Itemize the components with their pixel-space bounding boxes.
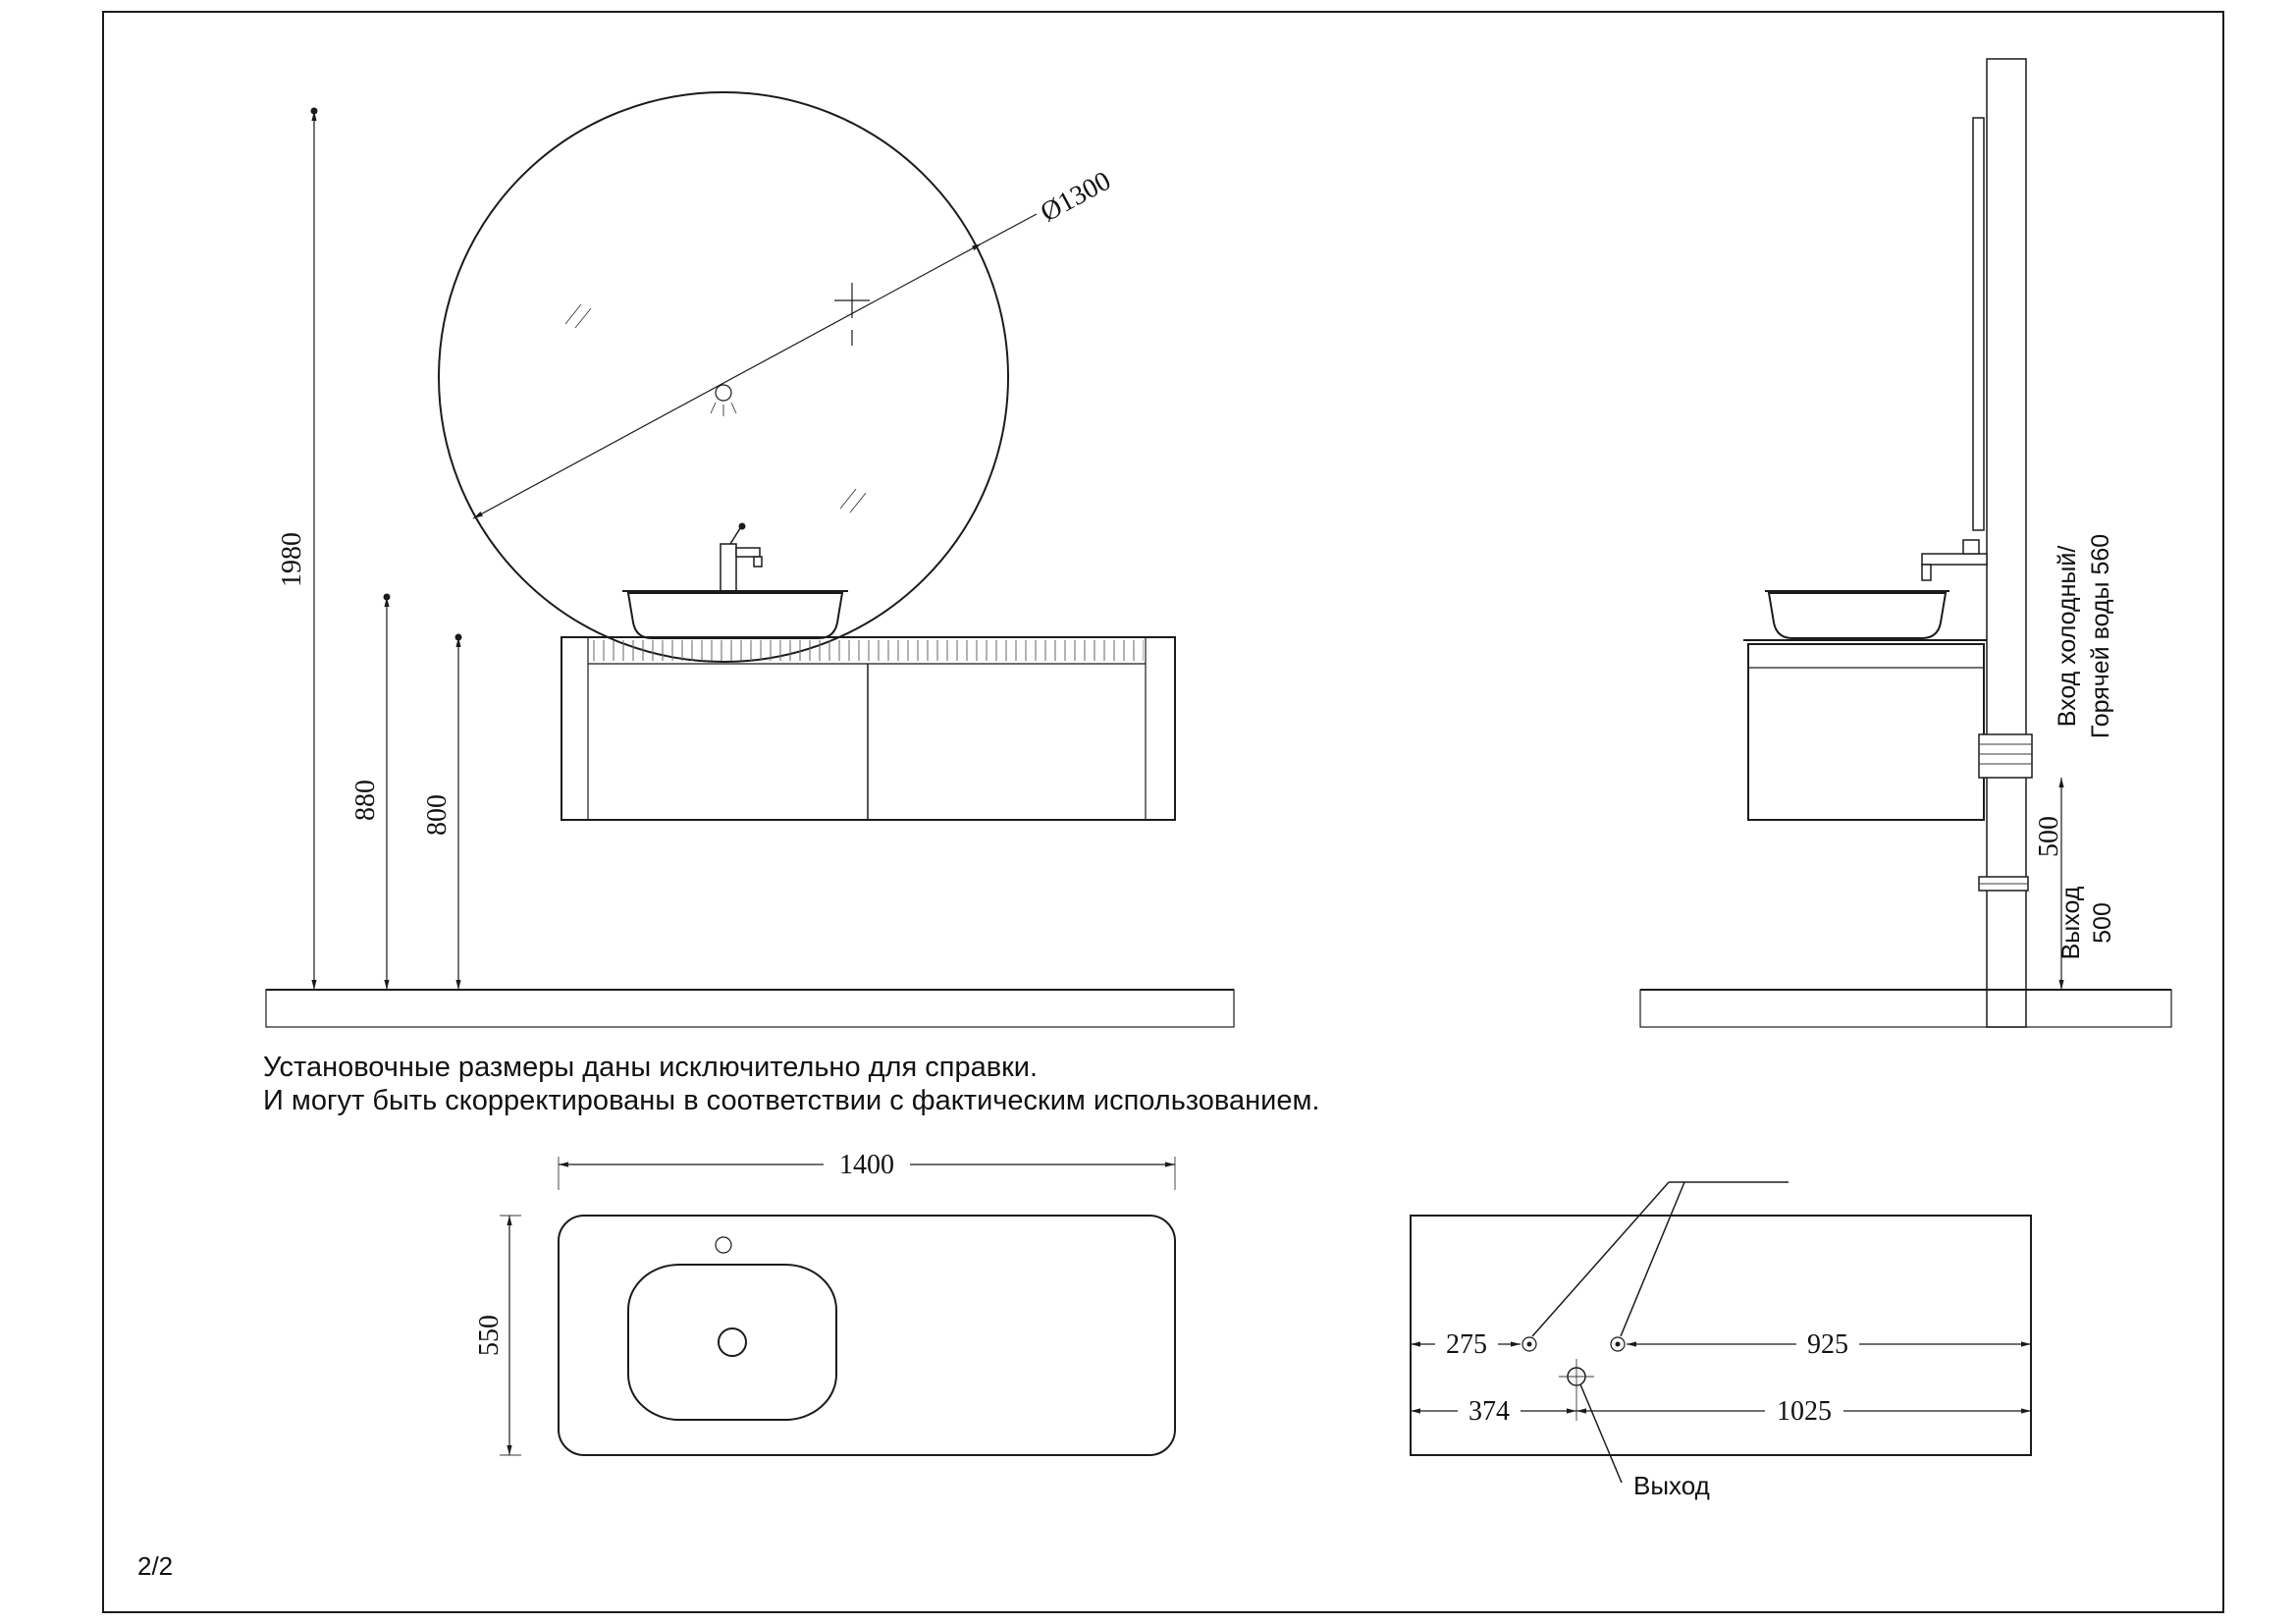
mirror-side	[1972, 117, 1985, 531]
dim-end-dot	[454, 633, 462, 641]
hose-hole-right	[1610, 1336, 1626, 1352]
drain-outlet-symbol	[1559, 1359, 1594, 1394]
outlet-leader-line	[1579, 1383, 1623, 1484]
dim-880: 880	[350, 780, 381, 821]
dim-end-dot	[310, 107, 318, 115]
faucet-hole	[715, 1236, 732, 1254]
faucet-side	[1921, 539, 1988, 581]
dim-925: 925	[1807, 1329, 1848, 1360]
plan-top-view: 1400 550	[474, 1149, 1176, 1456]
floor-hatch-right	[1639, 989, 2172, 1028]
washbasin-side	[1765, 590, 1949, 639]
dim-1400: 1400	[839, 1150, 894, 1180]
mirror-diameter-label: Ø1300	[1036, 166, 1116, 229]
drain-outlet-stub	[1978, 876, 2029, 892]
vanity-cabinet-side	[1747, 643, 1985, 821]
hose-leader-lines	[1531, 1181, 1789, 1337]
dim-275: 275	[1446, 1329, 1487, 1360]
dim-1980: 1980	[277, 532, 307, 587]
inlet-label-line1: Вход холодный/	[2054, 546, 2081, 728]
hose-hole-left	[1522, 1336, 1537, 1352]
outlet-label-vertical: Выход	[2057, 886, 2085, 959]
mirror-glass-marks	[564, 303, 867, 514]
countertop-underside-plan	[1410, 1215, 2032, 1456]
mirror-circle	[438, 91, 1009, 663]
note-line1: Установочные размеры даны исключительно …	[263, 1052, 1038, 1083]
inlet-label-line2: Горячей воды 560	[2087, 534, 2114, 738]
dim-800: 800	[422, 794, 453, 836]
side-elevation-view: 500 Вход холодный/ Горячей воды 560 Выхо…	[1639, 58, 2172, 1028]
dim-1025: 1025	[1777, 1396, 1832, 1427]
note-line2: И могут быть скорректированы в соответст…	[263, 1085, 1319, 1116]
dim-374: 374	[1468, 1396, 1510, 1427]
outlet-leader-label: Выход	[1633, 1471, 1710, 1500]
floor-hatch-left	[265, 989, 1235, 1028]
basin-cutout	[627, 1264, 837, 1421]
drain-hole	[718, 1327, 747, 1357]
dim-550: 550	[474, 1315, 505, 1356]
mirror-light-icon	[710, 384, 737, 416]
dim-diameter-extension	[981, 213, 1038, 244]
drawing-frame	[102, 11, 2224, 1613]
water-inlet-pipes	[1978, 733, 2033, 779]
dim-500: 500	[2034, 816, 2064, 857]
faucet-front	[720, 522, 763, 594]
page-number-text: 2/2	[137, 1551, 173, 1581]
note-text: Установочные размеры даны исключительно …	[263, 1052, 1319, 1116]
dim-end-dot	[383, 593, 391, 601]
washbasin-front	[622, 590, 848, 639]
front-elevation-view: 1980 Ø1300	[265, 91, 1235, 1028]
plan-holes-view: 275 925 374 1025 Выход	[1410, 1181, 2032, 1500]
outlet-height-vertical: 500	[2089, 902, 2116, 944]
dim-line-diameter	[472, 243, 983, 519]
countertop-plan	[558, 1215, 1176, 1456]
vanity-cabinet-front	[561, 636, 1176, 821]
